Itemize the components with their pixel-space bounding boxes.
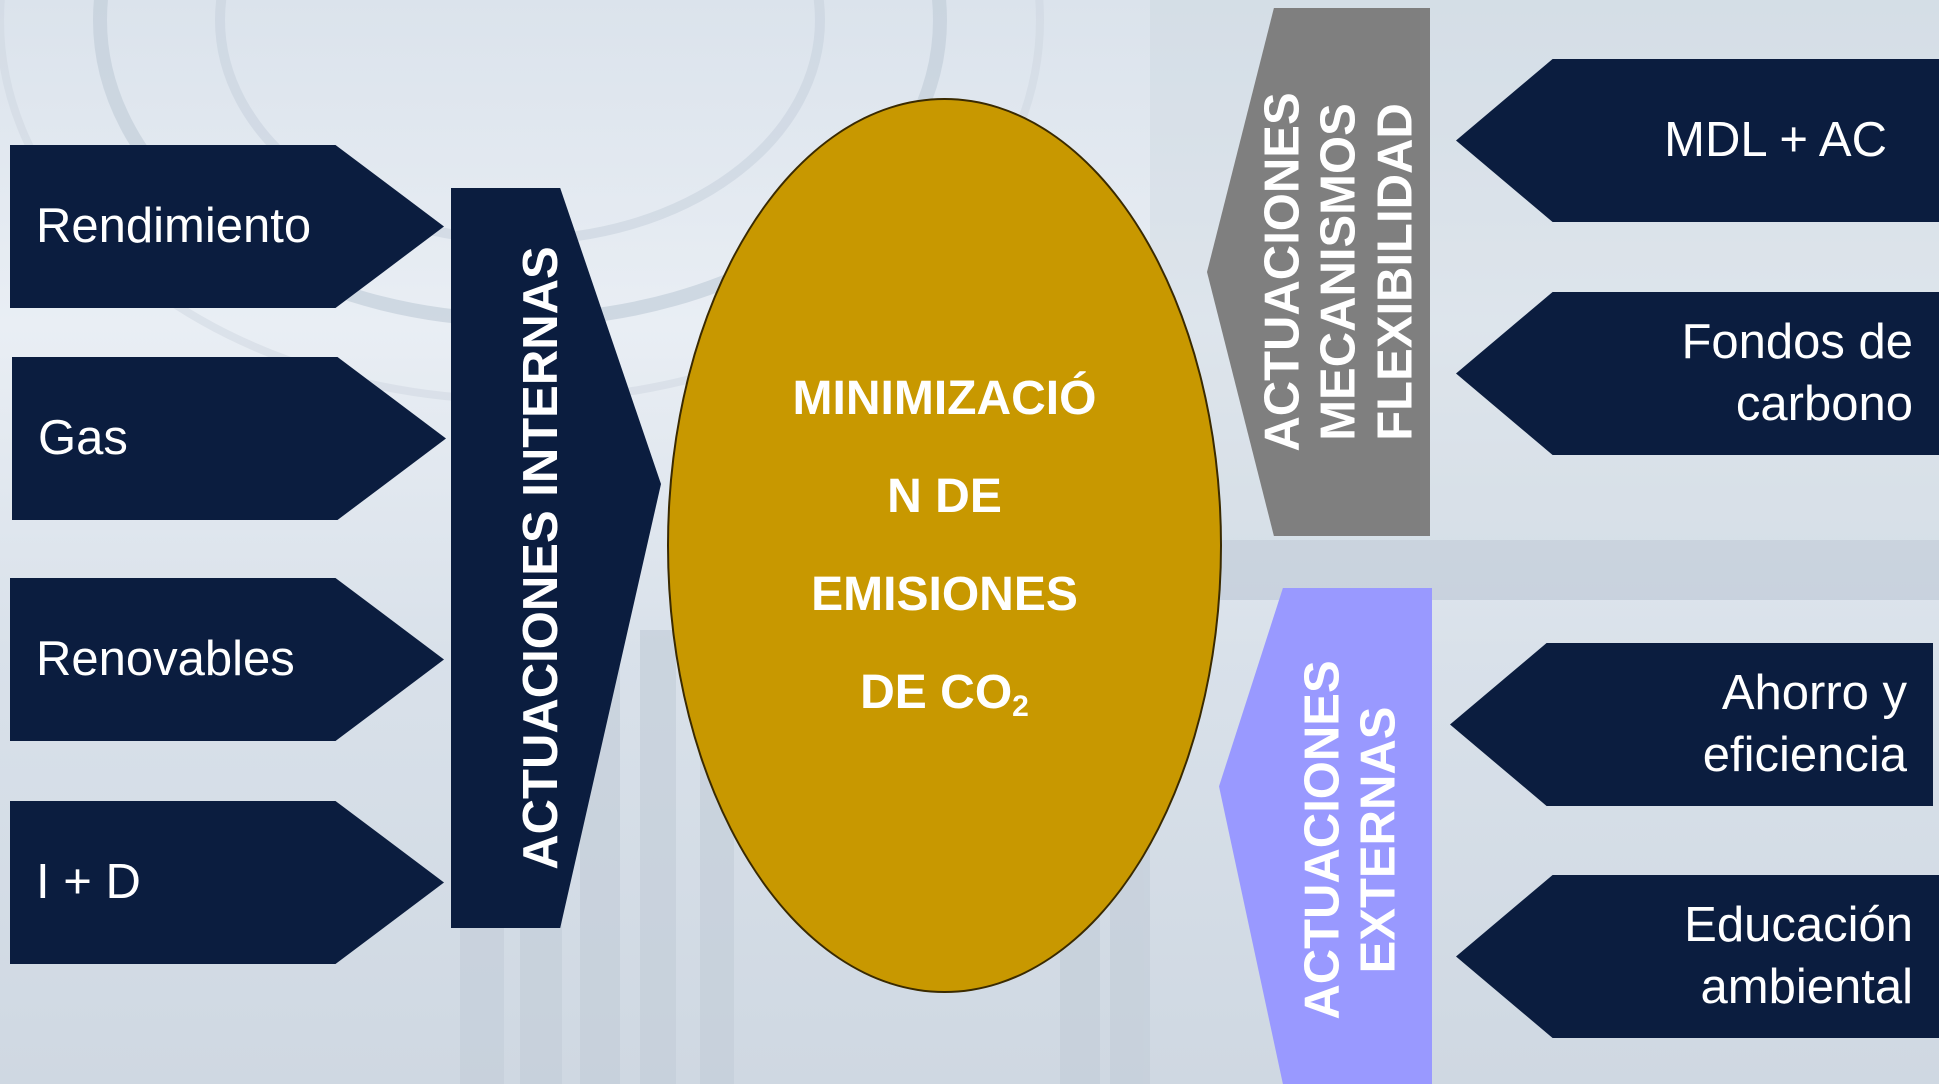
fondos-line-1: Fondos de [1681,315,1913,370]
ahorro-line-1: Ahorro y [1721,666,1907,721]
flexibility-mechanisms-label: ACTUACIONES MECANISMOS FLEXIBILIDAD [1254,92,1423,451]
flex-item-label: Fondos de carbono [1681,312,1939,435]
goal-line-4: DE CO2 [775,644,1115,742]
internal-actions-label: ACTUACIONES INTERNAS [513,246,568,870]
educacion-line-2: ambiental [1700,959,1913,1014]
flex-item-label: MDL + AC [1664,112,1887,167]
flex-line-3: FLEXIBILIDAD [1368,103,1423,441]
external-actions-label: ACTUACIONES EXTERNAS [1295,660,1408,1019]
goal-line-3: EMISIONES [811,567,1078,621]
external-arrow-ahorro-eficiencia: Ahorro y eficiencia [1450,643,1933,806]
goal-ellipse: MINIMIZACIÓ N DE EMISIONES DE CO2 [667,98,1222,993]
external-line-2: EXTERNAS [1352,706,1406,974]
fondos-line-2: carbono [1735,376,1913,431]
goal-line-2: N DE [887,469,1002,523]
flex-line-1: ACTUACIONES [1255,92,1310,452]
external-item-label: Educación ambiental [1684,895,1939,1018]
flex-arrow-fondos-carbono: Fondos de carbono [1456,292,1939,455]
goal-line-4-prefix: DE CO [860,665,1013,719]
flex-arrow-mdl-ac: MDL + AC [1456,59,1939,222]
flex-line-2: MECANISMOS [1311,103,1366,441]
educacion-line-1: Educación [1684,898,1913,953]
goal-line-1: MINIMIZACIÓ [792,371,1097,425]
external-line-1: ACTUACIONES [1295,660,1350,1020]
input-arrow-renovables: Renovables [10,578,444,741]
input-label: Gas [38,410,128,465]
co2-subscript: 2 [1012,689,1029,723]
input-arrow-id: I + D [10,801,444,964]
external-item-label: Ahorro y eficiencia [1703,663,1933,786]
external-arrow-educacion-ambiental: Educación ambiental [1456,875,1939,1038]
ahorro-line-2: eficiencia [1702,727,1907,782]
input-label: I + D [36,854,141,909]
input-label: Renovables [36,631,295,686]
input-label: Rendimiento [36,198,312,253]
goal-text: MINIMIZACIÓ N DE EMISIONES DE CO2 [775,350,1115,742]
